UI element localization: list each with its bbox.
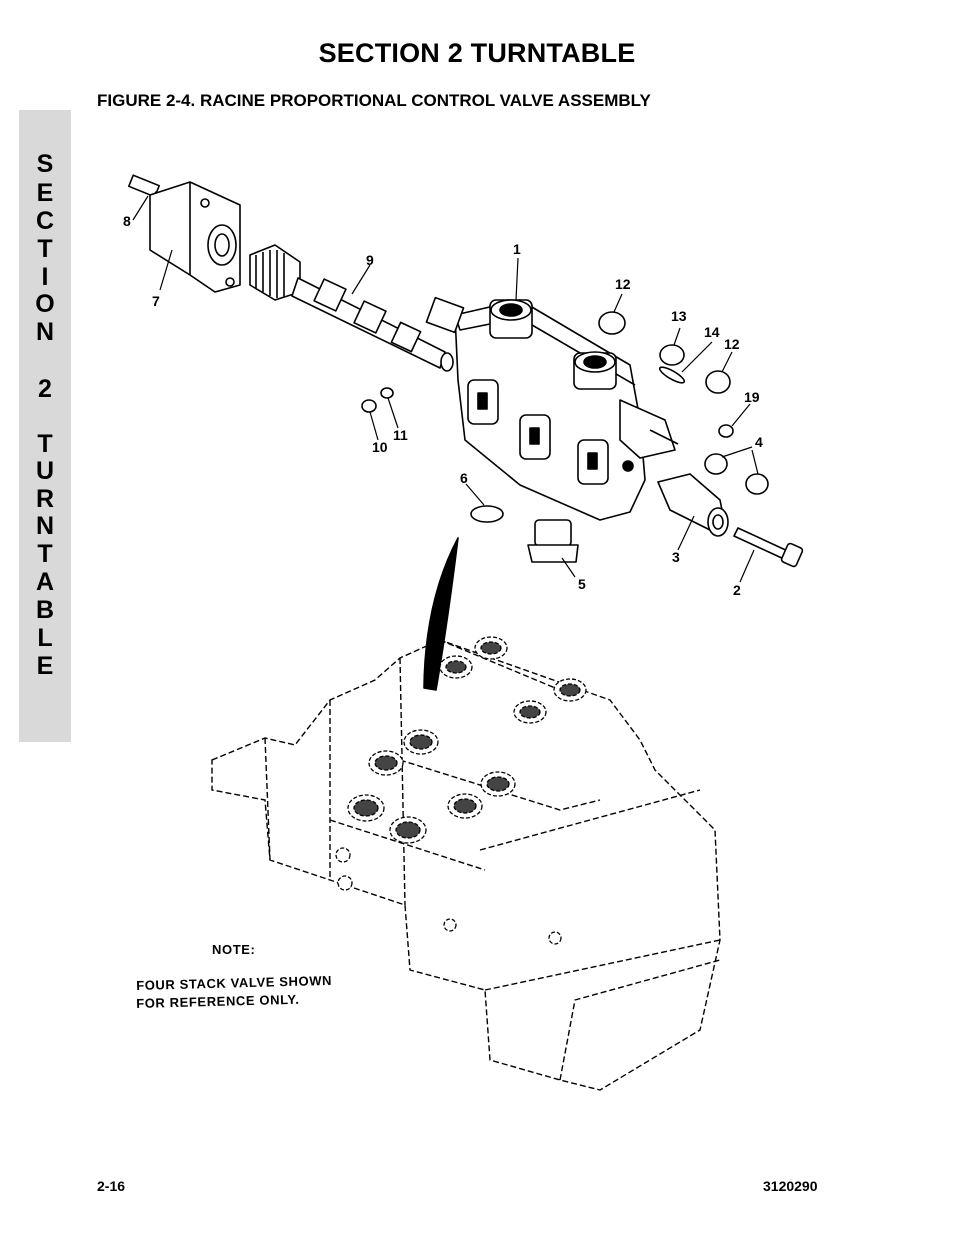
- callout-12a: 12: [615, 276, 631, 292]
- leader-lines: [132, 195, 759, 583]
- o-ring-part-6: [470, 505, 504, 523]
- callout-13: 13: [671, 308, 687, 324]
- side-tab-letter: R: [35, 485, 55, 513]
- side-tab-letter: E: [36, 179, 54, 207]
- callout-labels: 1 2 3 4 5 6 7 8 9 10 11 12 12 13 14 19: [123, 213, 763, 598]
- fitting-part-5: [527, 519, 579, 563]
- ring-part-10: [361, 399, 377, 413]
- callout-2: 2: [733, 582, 741, 598]
- four-stack-valve-reference: [211, 639, 721, 1091]
- ring-part-19: [718, 424, 734, 438]
- spool-part-9: [249, 244, 454, 372]
- side-tab-letter: L: [37, 624, 53, 652]
- side-tab-letter: E: [36, 652, 54, 680]
- ring-part-11: [380, 387, 394, 399]
- callout-5: 5: [578, 576, 586, 592]
- section-side-tab: S E C T I O N 2 T U R N T A B L E: [19, 110, 71, 742]
- callout-14: 14: [704, 324, 720, 340]
- callout-8: 8: [123, 213, 131, 229]
- note-heading: NOTE:: [212, 942, 256, 957]
- callout-19: 19: [744, 389, 760, 405]
- side-tab-letter: T: [37, 430, 53, 458]
- pointer-arrow: [423, 537, 459, 691]
- callout-7: 7: [152, 293, 160, 309]
- callout-10: 10: [372, 439, 388, 455]
- document-number: 3120290: [763, 1178, 818, 1194]
- side-tab-letter: B: [35, 596, 55, 624]
- valve-body-part-1: [425, 296, 679, 521]
- o-ring-part-12: [598, 311, 626, 335]
- figure-title: FIGURE 2-4. RACINE PROPORTIONAL CONTROL …: [97, 91, 651, 110]
- callout-6: 6: [460, 470, 468, 486]
- side-tab-letter: 2: [38, 375, 52, 403]
- side-tab-letter: I: [41, 263, 49, 291]
- side-tab-letter: N: [35, 512, 55, 540]
- callout-1: 1: [513, 241, 521, 257]
- o-ring-part-13: [659, 344, 685, 366]
- callout-3: 3: [672, 549, 680, 565]
- ring-part-4b: [745, 473, 769, 495]
- ring-part-4a: [704, 453, 728, 475]
- side-tab-letter: O: [35, 290, 55, 318]
- section-title: SECTION 2 TURNTABLE: [318, 38, 636, 68]
- bolt-part-2: [733, 527, 804, 568]
- end-cap-part-7: [149, 181, 241, 293]
- cap-part-3: [657, 473, 729, 537]
- callout-9: 9: [366, 252, 374, 268]
- callout-12b: 12: [724, 336, 740, 352]
- side-tab-letter: A: [35, 568, 55, 596]
- callout-4: 4: [755, 434, 763, 450]
- page-number: 2-16: [97, 1178, 126, 1194]
- side-tab-letter: N: [35, 318, 55, 346]
- side-tab-letter: C: [35, 207, 55, 235]
- seal-part-14: [658, 366, 686, 384]
- side-tab-letter: T: [37, 540, 53, 568]
- side-tab-letter: S: [36, 150, 54, 178]
- four-stack-ports: [335, 636, 587, 945]
- side-tab-letter: T: [37, 235, 53, 263]
- callout-11: 11: [393, 427, 408, 443]
- o-ring-part-12b: [705, 370, 731, 394]
- side-tab-letter: U: [35, 457, 55, 485]
